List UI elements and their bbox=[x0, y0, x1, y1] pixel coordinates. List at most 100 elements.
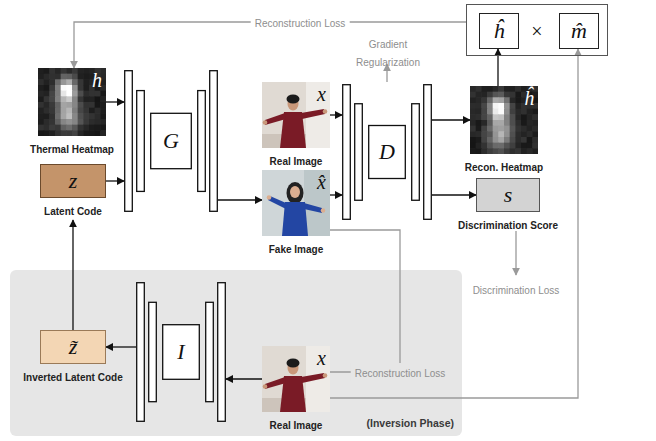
heatmap-pixel bbox=[521, 143, 527, 149]
heatmap-pixel bbox=[49, 96, 55, 102]
caption-text: Inverted Latent Code bbox=[23, 372, 122, 383]
heatmap-pixel bbox=[510, 131, 516, 137]
person-hair bbox=[287, 95, 300, 104]
person-arm bbox=[265, 113, 286, 125]
heatmap-pixel bbox=[510, 109, 516, 115]
heatmap-pixel bbox=[515, 109, 521, 115]
person-arm bbox=[265, 377, 286, 389]
caption-text: Fake Image bbox=[269, 244, 323, 255]
heatmap-pixel bbox=[510, 97, 516, 103]
math-symbol: s bbox=[504, 184, 513, 206]
heatmap-pixel bbox=[55, 108, 61, 114]
connector-arrow bbox=[226, 378, 262, 379]
heatmap-pixel bbox=[44, 119, 50, 125]
heatmap-pixel bbox=[89, 130, 95, 136]
heatmap-pixel bbox=[481, 86, 487, 92]
heatmap-pixel bbox=[510, 114, 516, 120]
heatmap-pixel bbox=[83, 74, 89, 80]
heatmap-pixel bbox=[78, 119, 84, 125]
network-layer-bar bbox=[149, 302, 157, 401]
heatmap-pixel bbox=[89, 91, 95, 97]
heatmap-pixel bbox=[515, 126, 521, 132]
connector-arrow bbox=[106, 180, 124, 181]
heatmap-pixel bbox=[89, 119, 95, 125]
band-fill-layer bbox=[10, 270, 462, 436]
heatmap-pixel bbox=[100, 113, 106, 119]
heatmap-pixel bbox=[72, 91, 78, 97]
heatmap-pixel bbox=[55, 113, 61, 119]
math-symbol: x̂ bbox=[317, 171, 326, 193]
heatmap-term-box: ĥ bbox=[479, 13, 519, 49]
caption-text: Recon. Heatmap bbox=[465, 162, 543, 173]
heatmap-pixel bbox=[61, 130, 67, 136]
loss-leader-arrow bbox=[515, 231, 516, 275]
inversion-band-fill bbox=[10, 270, 462, 436]
heatmap-pixel bbox=[72, 119, 78, 125]
heatmap-pixel bbox=[95, 125, 101, 131]
heatmap-pixel bbox=[72, 130, 78, 136]
heatmap-pixel bbox=[470, 86, 476, 92]
person-hair bbox=[287, 359, 300, 368]
heatmap-pixel bbox=[470, 114, 476, 120]
text-holder: D bbox=[342, 84, 432, 220]
network-layer-bar bbox=[210, 71, 218, 212]
person-hair bbox=[287, 182, 304, 204]
math-symbol: h bbox=[92, 69, 102, 91]
heatmap-pixel bbox=[83, 96, 89, 102]
text-holder: Latent Code bbox=[44, 201, 102, 219]
heatmap-pixel bbox=[100, 96, 106, 102]
person-arm bbox=[301, 373, 325, 383]
heatmap-pixel bbox=[100, 108, 106, 114]
heatmap-pixel bbox=[470, 137, 476, 143]
heatmap-pixel bbox=[95, 108, 101, 114]
heatmap-pixel bbox=[89, 113, 95, 119]
network-core-box bbox=[369, 126, 406, 179]
heatmap-pixel bbox=[498, 143, 504, 149]
math-symbol: m̂ bbox=[571, 20, 587, 42]
heatmap-pixel bbox=[532, 114, 538, 120]
heatmap-pixel bbox=[66, 96, 72, 102]
heatmap-pixel bbox=[487, 109, 493, 115]
heatmap-pixel bbox=[515, 143, 521, 149]
heatmap-pixel bbox=[78, 85, 84, 91]
heatmap-pixel bbox=[55, 125, 61, 131]
heatmap-pixel bbox=[55, 85, 61, 91]
connector-arrow bbox=[330, 194, 342, 195]
heatmap-pixel bbox=[498, 109, 504, 115]
heatmap-pixel bbox=[55, 96, 61, 102]
text-holder: s bbox=[476, 178, 540, 212]
text-holder: Real Image bbox=[270, 415, 323, 433]
heatmap-pixel bbox=[527, 131, 533, 137]
heatmap-pixel bbox=[38, 130, 44, 136]
heatmap-pixel bbox=[44, 68, 50, 74]
network-core-box bbox=[163, 325, 200, 380]
heatmap-pixel bbox=[72, 125, 78, 131]
heatmap-pixel bbox=[49, 108, 55, 114]
heatmap-pixel bbox=[61, 113, 67, 119]
heatmap-pixel bbox=[481, 109, 487, 115]
heatmap-pixel bbox=[95, 113, 101, 119]
math-symbol: D bbox=[379, 141, 395, 163]
latent-code-box: zLatent Code bbox=[40, 164, 106, 220]
heatmap-pixel bbox=[521, 131, 527, 137]
heatmap-pixel bbox=[527, 148, 533, 154]
heatmap-pixel bbox=[504, 114, 510, 120]
heatmap-pixel bbox=[487, 137, 493, 143]
text-holder: m̂ bbox=[559, 13, 599, 49]
heatmap-pixel bbox=[515, 103, 521, 109]
connector-arrow bbox=[330, 114, 342, 115]
heatmap-pixel bbox=[44, 108, 50, 114]
heatmap-pixel bbox=[78, 108, 84, 114]
heatmap-pixel bbox=[83, 113, 89, 119]
heatmap-pixel bbox=[38, 74, 44, 80]
heatmap-pixel bbox=[78, 68, 84, 74]
heatmap-pixel bbox=[83, 79, 89, 85]
heatmap-pixel bbox=[83, 102, 89, 108]
edge-label-holder: Reconstruction Loss bbox=[351, 363, 450, 381]
heatmap-pixel bbox=[504, 126, 510, 132]
heatmap-pixel bbox=[49, 102, 55, 108]
photo-background bbox=[262, 82, 330, 148]
heatmap-pixel bbox=[72, 74, 78, 80]
heatmap-pixel bbox=[83, 125, 89, 131]
